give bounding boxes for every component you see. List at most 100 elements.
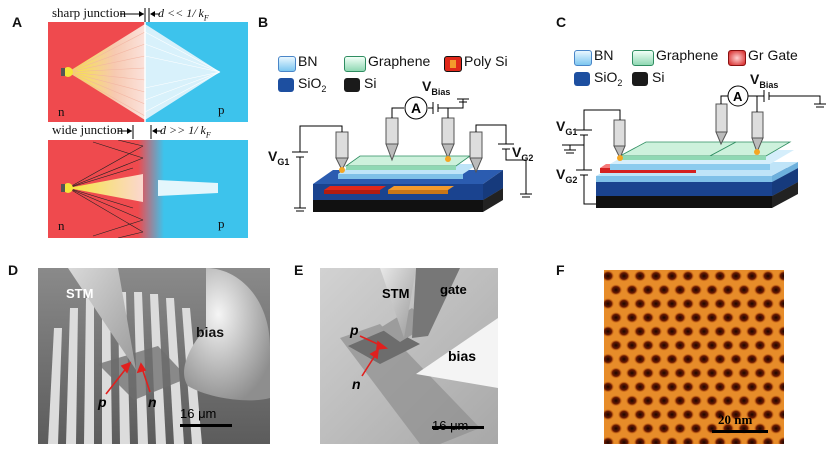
moire-hole xyxy=(769,395,783,407)
moire-hole xyxy=(729,408,743,421)
legend-polysi-swatch xyxy=(444,56,462,72)
moire-hole xyxy=(761,298,775,310)
moire-hole xyxy=(729,270,743,282)
legend-bn-swatch xyxy=(278,56,296,72)
panel-label-c: C xyxy=(556,14,567,30)
stm-tip-d xyxy=(68,268,136,370)
moire-hole xyxy=(705,395,719,407)
legend-polysi-label: Poly Si xyxy=(464,53,508,69)
bn-layer xyxy=(338,174,463,179)
moire-hole xyxy=(753,311,767,324)
vg2-b-label: VG2 xyxy=(512,144,534,163)
moire-hole xyxy=(657,395,671,407)
moire-hole xyxy=(649,381,663,393)
source-dot xyxy=(63,183,73,193)
moire-hole xyxy=(641,339,655,351)
moire-hole xyxy=(705,367,719,379)
moire-hole xyxy=(617,325,631,338)
wide-junction-title: wide junction xyxy=(52,122,124,137)
moire-hole xyxy=(673,422,687,435)
legend-sio2-swatch xyxy=(278,78,294,92)
moire-hole xyxy=(769,339,783,351)
moire-hole xyxy=(633,381,647,393)
moire-hole xyxy=(641,367,655,379)
moire-hole xyxy=(737,311,751,324)
moire-hole xyxy=(729,325,743,338)
moire-hole xyxy=(713,381,727,393)
moire-hole xyxy=(609,284,623,296)
moire-hole xyxy=(617,381,631,393)
moire-hole xyxy=(689,339,703,351)
transmitted-beam-in xyxy=(68,174,143,202)
moire-hole xyxy=(625,311,639,324)
stm-tip xyxy=(385,117,399,145)
moire-hole xyxy=(777,436,784,444)
incident-rays xyxy=(67,31,146,117)
moire-hole xyxy=(604,270,615,282)
refracted-rays xyxy=(144,31,221,113)
scale-bar-e xyxy=(432,426,484,429)
moire-hole xyxy=(681,381,695,393)
moire-hole xyxy=(697,270,711,282)
moire-hole xyxy=(641,422,655,435)
moire-hole xyxy=(649,353,663,365)
moire-hole xyxy=(609,367,623,379)
ammeter-b xyxy=(404,96,428,120)
vg1-c-label: VG1 xyxy=(556,118,578,137)
moire-hole xyxy=(745,270,759,282)
stm-label-e: STM xyxy=(382,286,410,301)
moire-hole xyxy=(604,436,615,444)
moire-hole xyxy=(721,367,735,379)
reflected-rays xyxy=(67,140,144,238)
moire-hole xyxy=(737,284,751,296)
moire-hole xyxy=(753,339,767,351)
n-label-d: n xyxy=(148,394,157,410)
p-label-e: p xyxy=(350,322,359,338)
probe-bias xyxy=(441,117,455,145)
moire-hole xyxy=(761,436,775,444)
moire-hole xyxy=(625,367,639,379)
si-layer xyxy=(313,200,483,212)
sharp-junction-title: sharp junction xyxy=(52,5,127,20)
legend-bn-c-swatch xyxy=(574,50,592,66)
moire-hole xyxy=(689,367,703,379)
moire-hole xyxy=(713,408,727,421)
moire-hole xyxy=(681,353,695,365)
panel-label-e: E xyxy=(294,262,304,278)
moire-hole xyxy=(769,311,783,324)
moire-hole xyxy=(745,325,759,338)
sem-image-d xyxy=(38,268,270,444)
moire-hole xyxy=(761,353,775,365)
moire-hole xyxy=(649,408,663,421)
moire-hole xyxy=(777,408,784,421)
moire-hole xyxy=(745,298,759,310)
pn-arrows-d xyxy=(105,361,151,395)
moire-lattice xyxy=(604,270,784,444)
moire-hole xyxy=(777,325,784,338)
moire-hole xyxy=(641,395,655,407)
moire-hole xyxy=(665,381,679,393)
moire-hole xyxy=(689,284,703,296)
moire-hole xyxy=(769,284,783,296)
moire-hole xyxy=(697,298,711,310)
legend-si-swatch xyxy=(344,78,360,92)
moire-hole xyxy=(761,381,775,393)
moire-hole xyxy=(689,311,703,324)
moire-hole xyxy=(721,395,735,407)
moire-hole xyxy=(657,284,671,296)
wide-p-label: p xyxy=(218,216,225,231)
moire-hole xyxy=(745,408,759,421)
moire-hole xyxy=(641,311,655,324)
bias-label-d: bias xyxy=(196,324,225,340)
moire-hole xyxy=(681,408,695,421)
moire-hole xyxy=(729,381,743,393)
poly-si-gate-right xyxy=(388,186,454,190)
moire-hole xyxy=(665,325,679,338)
sharp-p-label: p xyxy=(218,102,225,117)
moire-hole xyxy=(713,325,727,338)
sharp-width-arrows xyxy=(120,8,160,22)
moire-hole xyxy=(729,436,743,444)
legend-sio2-c-swatch xyxy=(574,72,590,86)
moire-hole xyxy=(665,298,679,310)
legend-graphene-c-label: Graphene xyxy=(656,47,719,63)
